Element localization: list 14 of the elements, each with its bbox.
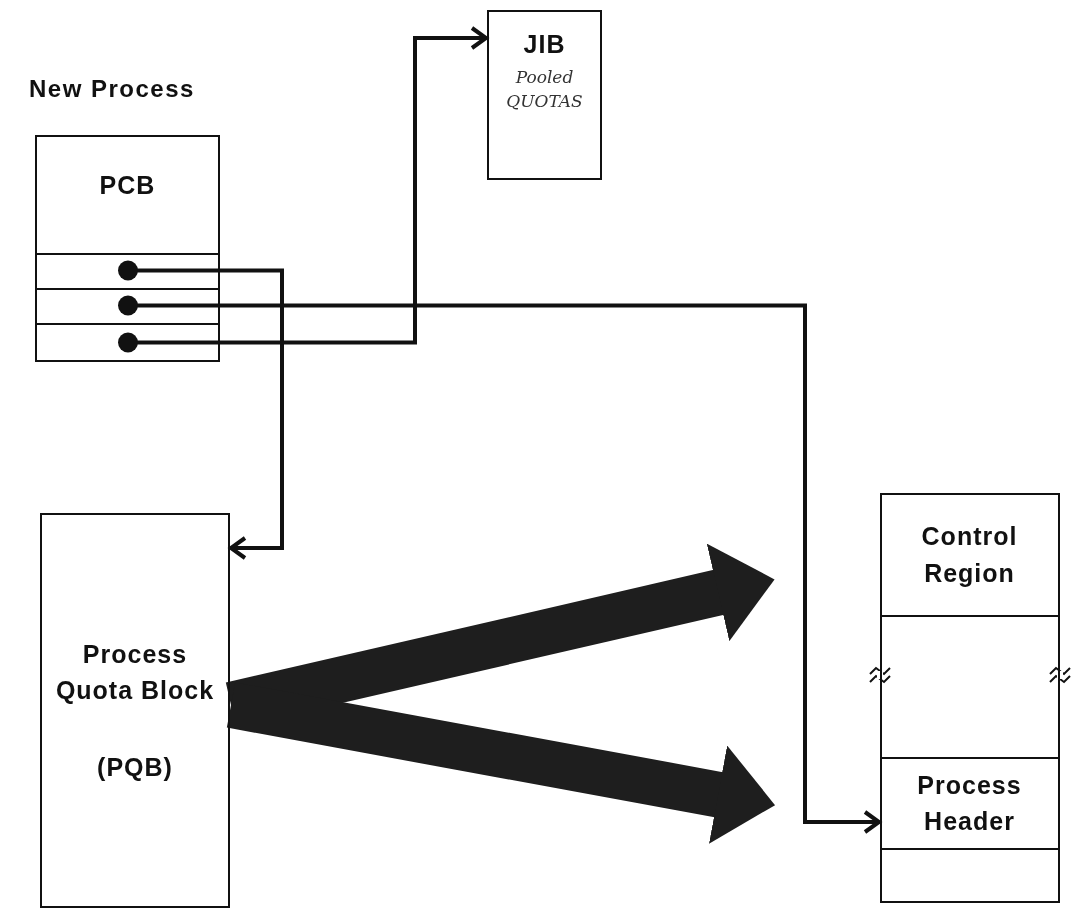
connector-arrow [118,295,881,834]
connector-arrow [118,260,284,560]
box-label: Control Region [920,521,1019,589]
block-box [40,513,230,908]
box-label: Process Header [916,769,1023,837]
box-label: JIB [523,29,566,60]
block-box [487,10,602,180]
box-label: (PQB) [97,751,173,783]
box-label: Process Quota Block [54,639,216,707]
box-heading: New Process [29,75,195,103]
box-label: PCB [99,170,156,201]
handwritten-note: Pooled QUOTAS [505,66,584,114]
slot-row [880,493,1060,903]
connector-arrow [118,26,488,353]
